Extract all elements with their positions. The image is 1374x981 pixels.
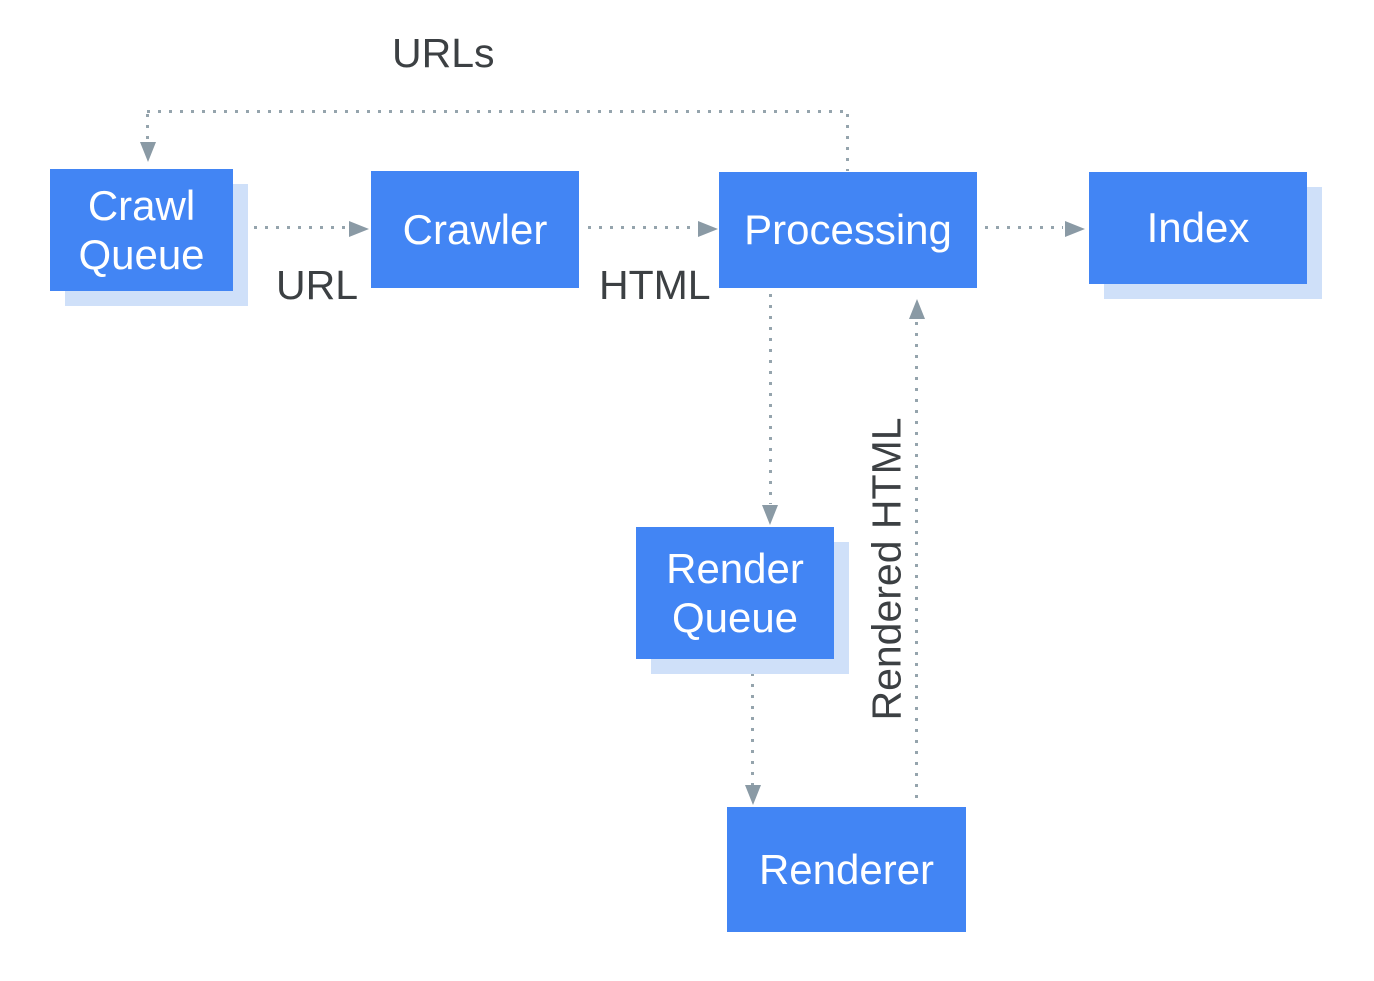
connector-crawler-processing xyxy=(588,226,698,229)
connector-urls-to-crawl-queue xyxy=(146,114,149,142)
node-processing: Processing xyxy=(719,172,977,288)
connector-render-queue-renderer xyxy=(751,673,754,785)
node-crawl-queue: Crawl Queue xyxy=(50,169,233,291)
connector-processing-render-queue xyxy=(769,294,772,504)
node-label: Render Queue xyxy=(666,544,804,641)
node-label: Renderer xyxy=(758,845,935,893)
connector-urls-horizontal xyxy=(147,110,849,113)
arrowhead-up-icon xyxy=(909,299,925,319)
edge-label-url: URL xyxy=(276,262,359,308)
connector-crawl-queue-crawler xyxy=(254,226,348,229)
edge-label-urls: URLs xyxy=(392,30,495,76)
node-index: Index xyxy=(1089,172,1307,284)
edge-label-html: HTML xyxy=(599,262,711,308)
connector-processing-index xyxy=(985,226,1063,229)
arrowhead-down-icon xyxy=(140,142,156,162)
arrowhead-down-icon xyxy=(762,505,778,525)
connector-urls-from-processing xyxy=(846,114,849,171)
node-label: Index xyxy=(1146,204,1250,252)
node-crawler: Crawler xyxy=(371,171,579,288)
arrowhead-right-icon xyxy=(349,221,369,237)
node-render-queue: Render Queue xyxy=(636,527,834,659)
node-renderer: Renderer xyxy=(727,807,966,932)
node-label: Crawler xyxy=(402,205,548,253)
edge-label-rendered-html: Rendered HTML xyxy=(863,417,910,721)
arrowhead-down-icon xyxy=(745,785,761,805)
arrowhead-right-icon xyxy=(698,221,718,237)
connector-renderer-processing xyxy=(915,322,918,806)
node-label: Processing xyxy=(744,206,952,254)
arrowhead-right-icon xyxy=(1065,221,1085,237)
node-label: Crawl Queue xyxy=(78,181,205,278)
